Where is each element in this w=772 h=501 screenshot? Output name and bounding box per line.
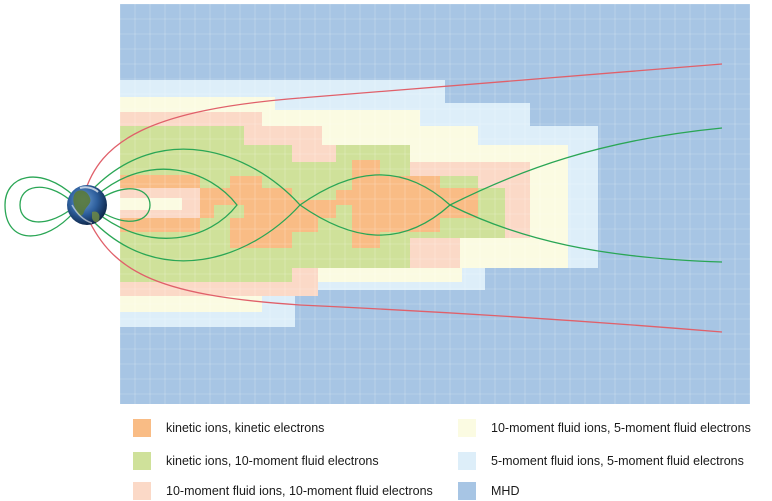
legend-item-kinetic-10moment: kinetic ions, 10-moment fluid electrons xyxy=(133,451,379,471)
legend-swatch xyxy=(458,419,476,437)
legend-swatch xyxy=(133,419,151,437)
legend-swatch xyxy=(133,452,151,470)
legend-item-kinetic-kinetic: kinetic ions, kinetic electrons xyxy=(133,418,324,438)
magnetopause-boundary-south xyxy=(83,209,723,333)
legend-swatch xyxy=(458,452,476,470)
legend-item-mhd: MHD xyxy=(458,481,519,501)
legend-label: 10-moment fluid ions, 5-moment fluid ele… xyxy=(491,421,751,435)
legend-label: 5-moment fluid ions, 5-moment fluid elec… xyxy=(491,454,744,468)
earth-globe-icon xyxy=(67,185,107,225)
legend: kinetic ions, kinetic electrons kinetic … xyxy=(0,410,772,500)
legend-label: MHD xyxy=(491,484,520,498)
magnetosphere-diagram xyxy=(4,3,751,404)
legend-swatch xyxy=(458,482,476,500)
magnetopause-boundary-north xyxy=(83,63,723,196)
legend-item-10moment-10moment: 10-moment fluid ions, 10-moment fluid el… xyxy=(133,481,433,501)
legend-swatch xyxy=(133,482,151,500)
simulation-grid xyxy=(119,3,751,404)
legend-label: kinetic ions, 10-moment fluid electrons xyxy=(166,454,379,468)
legend-item-5moment-5moment: 5-moment fluid ions, 5-moment fluid elec… xyxy=(458,451,744,471)
magnetic-field-lines xyxy=(4,127,723,263)
inner-kin10-center xyxy=(336,205,352,218)
legend-label: kinetic ions, kinetic electrons xyxy=(166,421,325,435)
inner-10m5-pocket xyxy=(120,198,182,210)
legend-item-10moment-5moment: 10-moment fluid ions, 5-moment fluid ele… xyxy=(458,418,751,438)
legend-label: 10-moment fluid ions, 10-moment fluid el… xyxy=(166,484,433,498)
